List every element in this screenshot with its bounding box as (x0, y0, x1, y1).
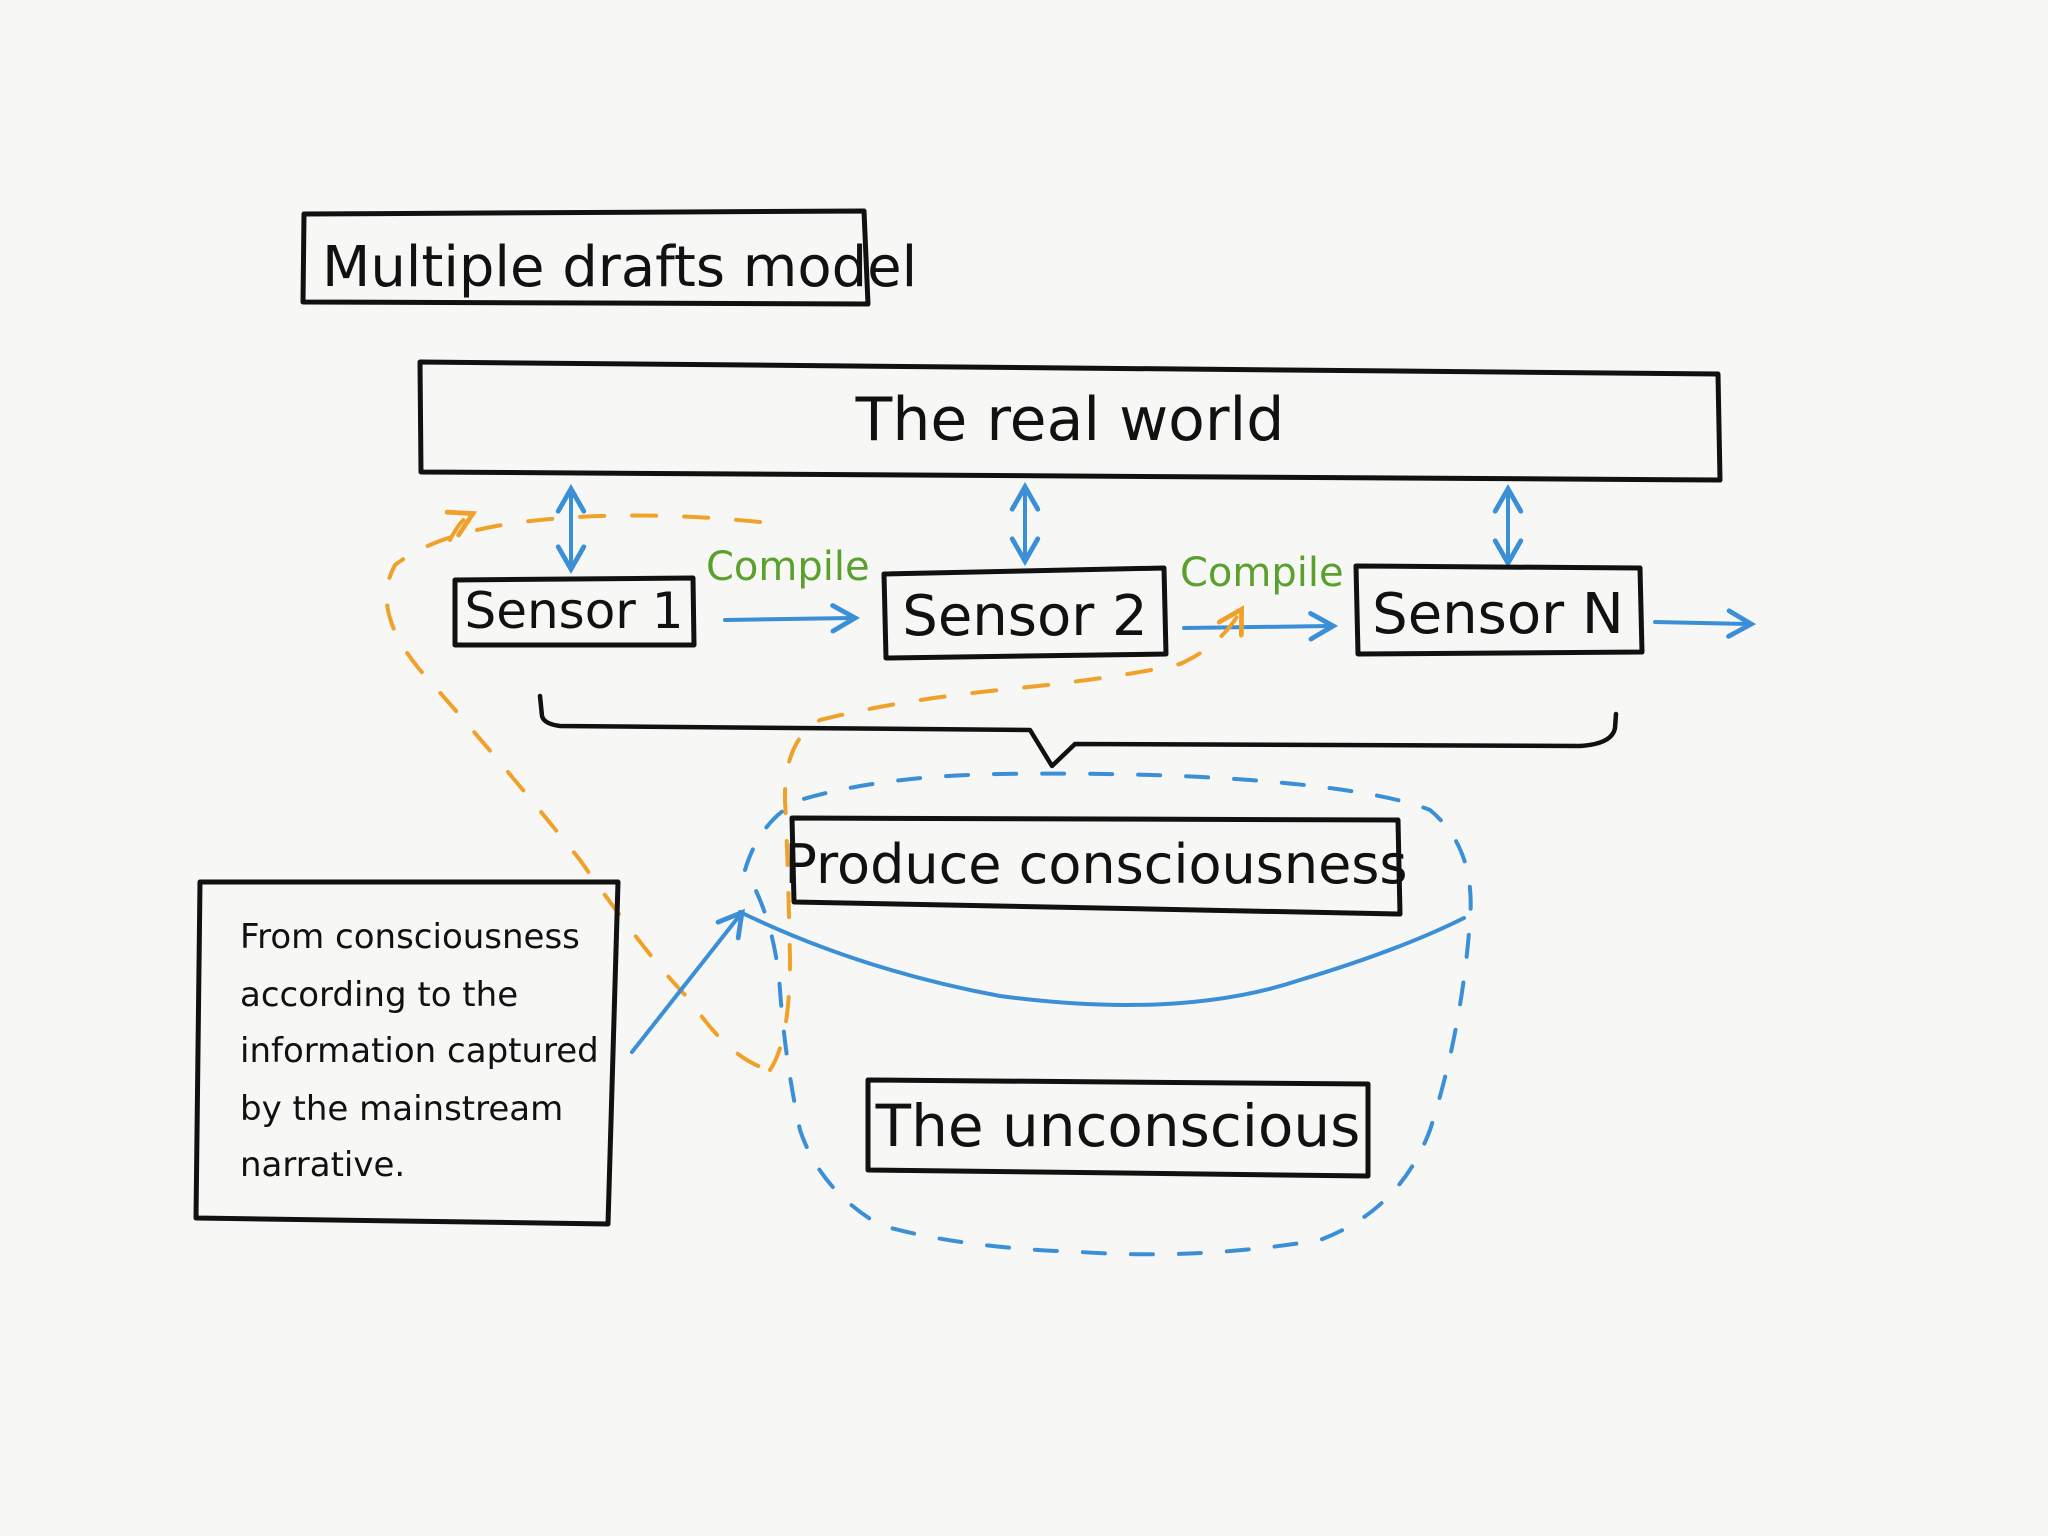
title-box: Multiple drafts model (300, 208, 917, 307)
consciousness-divider (738, 910, 1466, 1007)
note-line-4: by the mainstream (240, 1089, 563, 1129)
note-line-1: From consciousness (240, 917, 580, 957)
diagram-title: Multiple drafts model (322, 235, 917, 300)
onward-arrow (1653, 608, 1757, 639)
note-line-3: information captured (240, 1031, 599, 1071)
note-box: From consciousness according to the info… (193, 879, 621, 1227)
compile-arrow-2 (1182, 611, 1339, 642)
sensor-n-label: Sensor N (1372, 582, 1624, 647)
produce-consciousness-box: Produce consciousness (784, 815, 1408, 917)
draft-loop-right (768, 605, 1245, 1072)
compile-arrow-1 (723, 603, 861, 634)
unconscious-label: The unconscious (875, 1092, 1361, 1160)
draft-loop-top-arrow (444, 509, 478, 542)
compile-label-2: Compile (1180, 550, 1344, 596)
produce-consciousness-label: Produce consciousness (784, 833, 1407, 896)
real-world-label: The real world (855, 385, 1285, 455)
note-line-2: according to the (240, 975, 518, 1015)
note-pointer-arrow (630, 908, 745, 1054)
sensor-n-box: Sensor N (1353, 563, 1645, 657)
sensor-2-label: Sensor 2 (902, 584, 1147, 649)
sensors-brace (537, 693, 1619, 769)
mind-dashed-outline (742, 771, 1473, 1257)
note-line-5: narrative. (240, 1145, 405, 1185)
sensor-2-box: Sensor 2 (881, 565, 1169, 661)
sensor-1-box: Sensor 1 (452, 575, 697, 648)
real-world-box: The real world (417, 359, 1723, 483)
compile-label-1: Compile (706, 544, 870, 590)
sensor-1-label: Sensor 1 (464, 582, 683, 640)
unconscious-box: The unconscious (865, 1077, 1371, 1179)
